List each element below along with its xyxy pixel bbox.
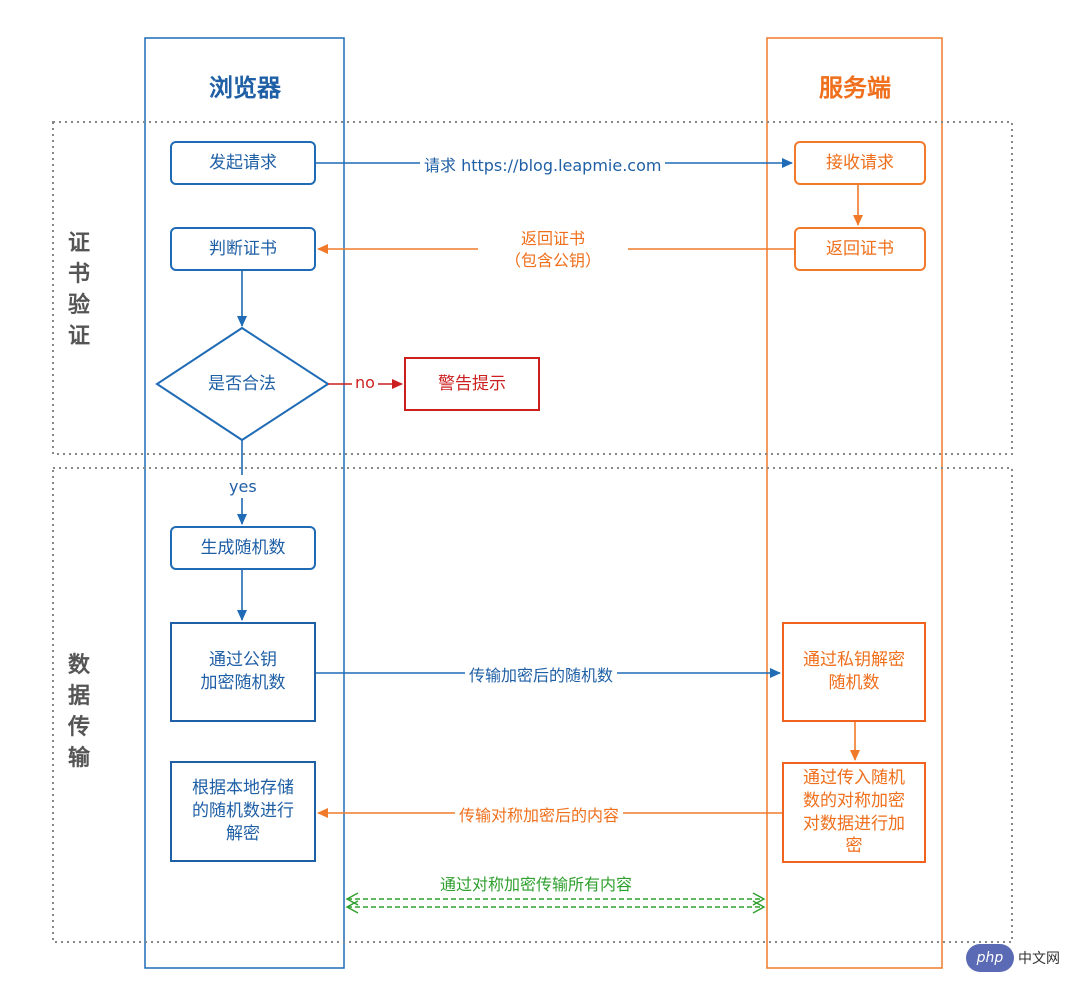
sym-all-arrow bbox=[345, 892, 766, 914]
encrypt-pub-node: 通过公钥 加密随机数 bbox=[170, 622, 316, 722]
no-label: no bbox=[352, 373, 378, 392]
site-watermark: php 中文网 bbox=[966, 944, 1060, 972]
return-cert-node: 返回证书 bbox=[794, 227, 926, 271]
server-lane-title: 服务端 bbox=[819, 74, 891, 102]
yes-label: yes bbox=[226, 475, 260, 498]
server-lane bbox=[766, 37, 943, 969]
request-label: 请求 https://blog.leapmie.com bbox=[420, 152, 666, 176]
return-cert-label: 返回证书 （包含公钥） bbox=[478, 228, 628, 272]
transfer-sym-label: 传输对称加密后的内容 bbox=[455, 802, 624, 826]
sym-encrypt-node: 通过传入随机 数的对称加密 对数据进行加 密 bbox=[782, 762, 926, 863]
cert-section-frame bbox=[52, 121, 1013, 455]
receive-request-node: 接收请求 bbox=[794, 141, 926, 185]
judge-cert-node: 判断证书 bbox=[170, 227, 316, 271]
sym-all-label: 通过对称加密传输所有内容 bbox=[440, 875, 633, 894]
data-section-label: 数 据 传 输 bbox=[67, 653, 90, 771]
browser-lane bbox=[144, 37, 345, 969]
transfer-random-label: 传输加密后的随机数 bbox=[465, 662, 618, 686]
decrypt-priv-node: 通过私钥解密 随机数 bbox=[782, 622, 926, 722]
browser-lane-title: 浏览器 bbox=[209, 74, 281, 102]
gen-random-node: 生成随机数 bbox=[170, 526, 316, 570]
watermark-text: 中文网 bbox=[1018, 951, 1060, 967]
decrypt-local-node: 根据本地存储 的随机数进行 解密 bbox=[170, 761, 316, 862]
warning-node: 警告提示 bbox=[404, 357, 540, 411]
is-valid-label: 是否合法 bbox=[208, 373, 276, 394]
data-section-frame bbox=[52, 467, 1013, 943]
php-logo: php bbox=[966, 944, 1014, 972]
send-request-node: 发起请求 bbox=[170, 141, 316, 185]
cert-section-label: 证 书 验 证 bbox=[67, 231, 90, 349]
